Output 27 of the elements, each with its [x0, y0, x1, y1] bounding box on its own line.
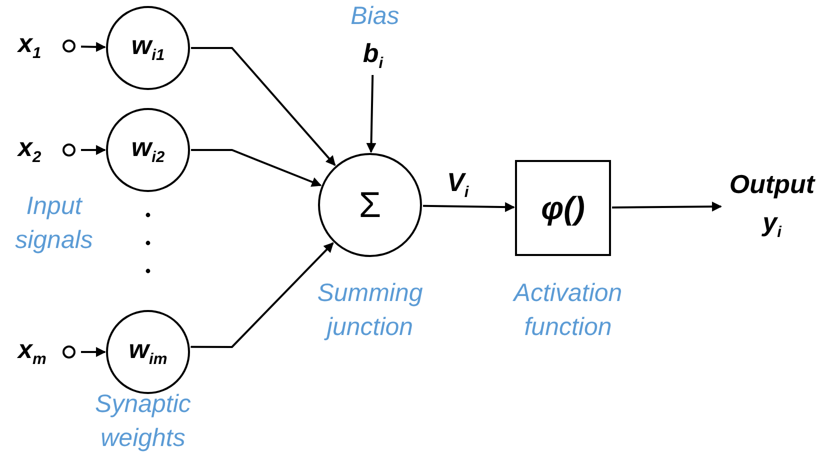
- annotation: Input signals: [14, 191, 94, 256]
- arrow: [422, 202, 515, 212]
- node-label: Σ: [358, 184, 382, 226]
- input-variable: x$_{1}$: [18, 28, 42, 64]
- node-label: y$_{i}$: [762, 208, 782, 242]
- node-label: Output: [729, 170, 815, 200]
- arrow: [366, 74, 376, 153]
- arrow: [612, 202, 722, 212]
- node-label: w$_{i2}$: [131, 132, 165, 168]
- input-variable: x$_{2}$: [18, 132, 42, 168]
- activation-box: [515, 160, 611, 256]
- arrow: [81, 145, 106, 155]
- node-label: w$_{i1}$: [131, 30, 165, 66]
- annotation: Synaptic weights: [94, 389, 192, 454]
- arrow: [81, 347, 106, 357]
- arrow: [80, 42, 106, 52]
- input-variable: x$_{m}$: [18, 334, 48, 370]
- arrow: [190, 242, 334, 348]
- node-caption: Activation function: [512, 278, 624, 343]
- node-caption: Bias: [350, 1, 400, 32]
- edge-label: V$_{i}$: [447, 168, 469, 202]
- node-caption: Summing junction: [316, 278, 424, 343]
- node-label: φ(): [541, 190, 585, 226]
- node-label: b$_{i}$: [362, 38, 384, 74]
- arrow: [191, 149, 322, 187]
- node-label: w$_{im}$: [128, 334, 168, 370]
- arrow: [191, 47, 336, 166]
